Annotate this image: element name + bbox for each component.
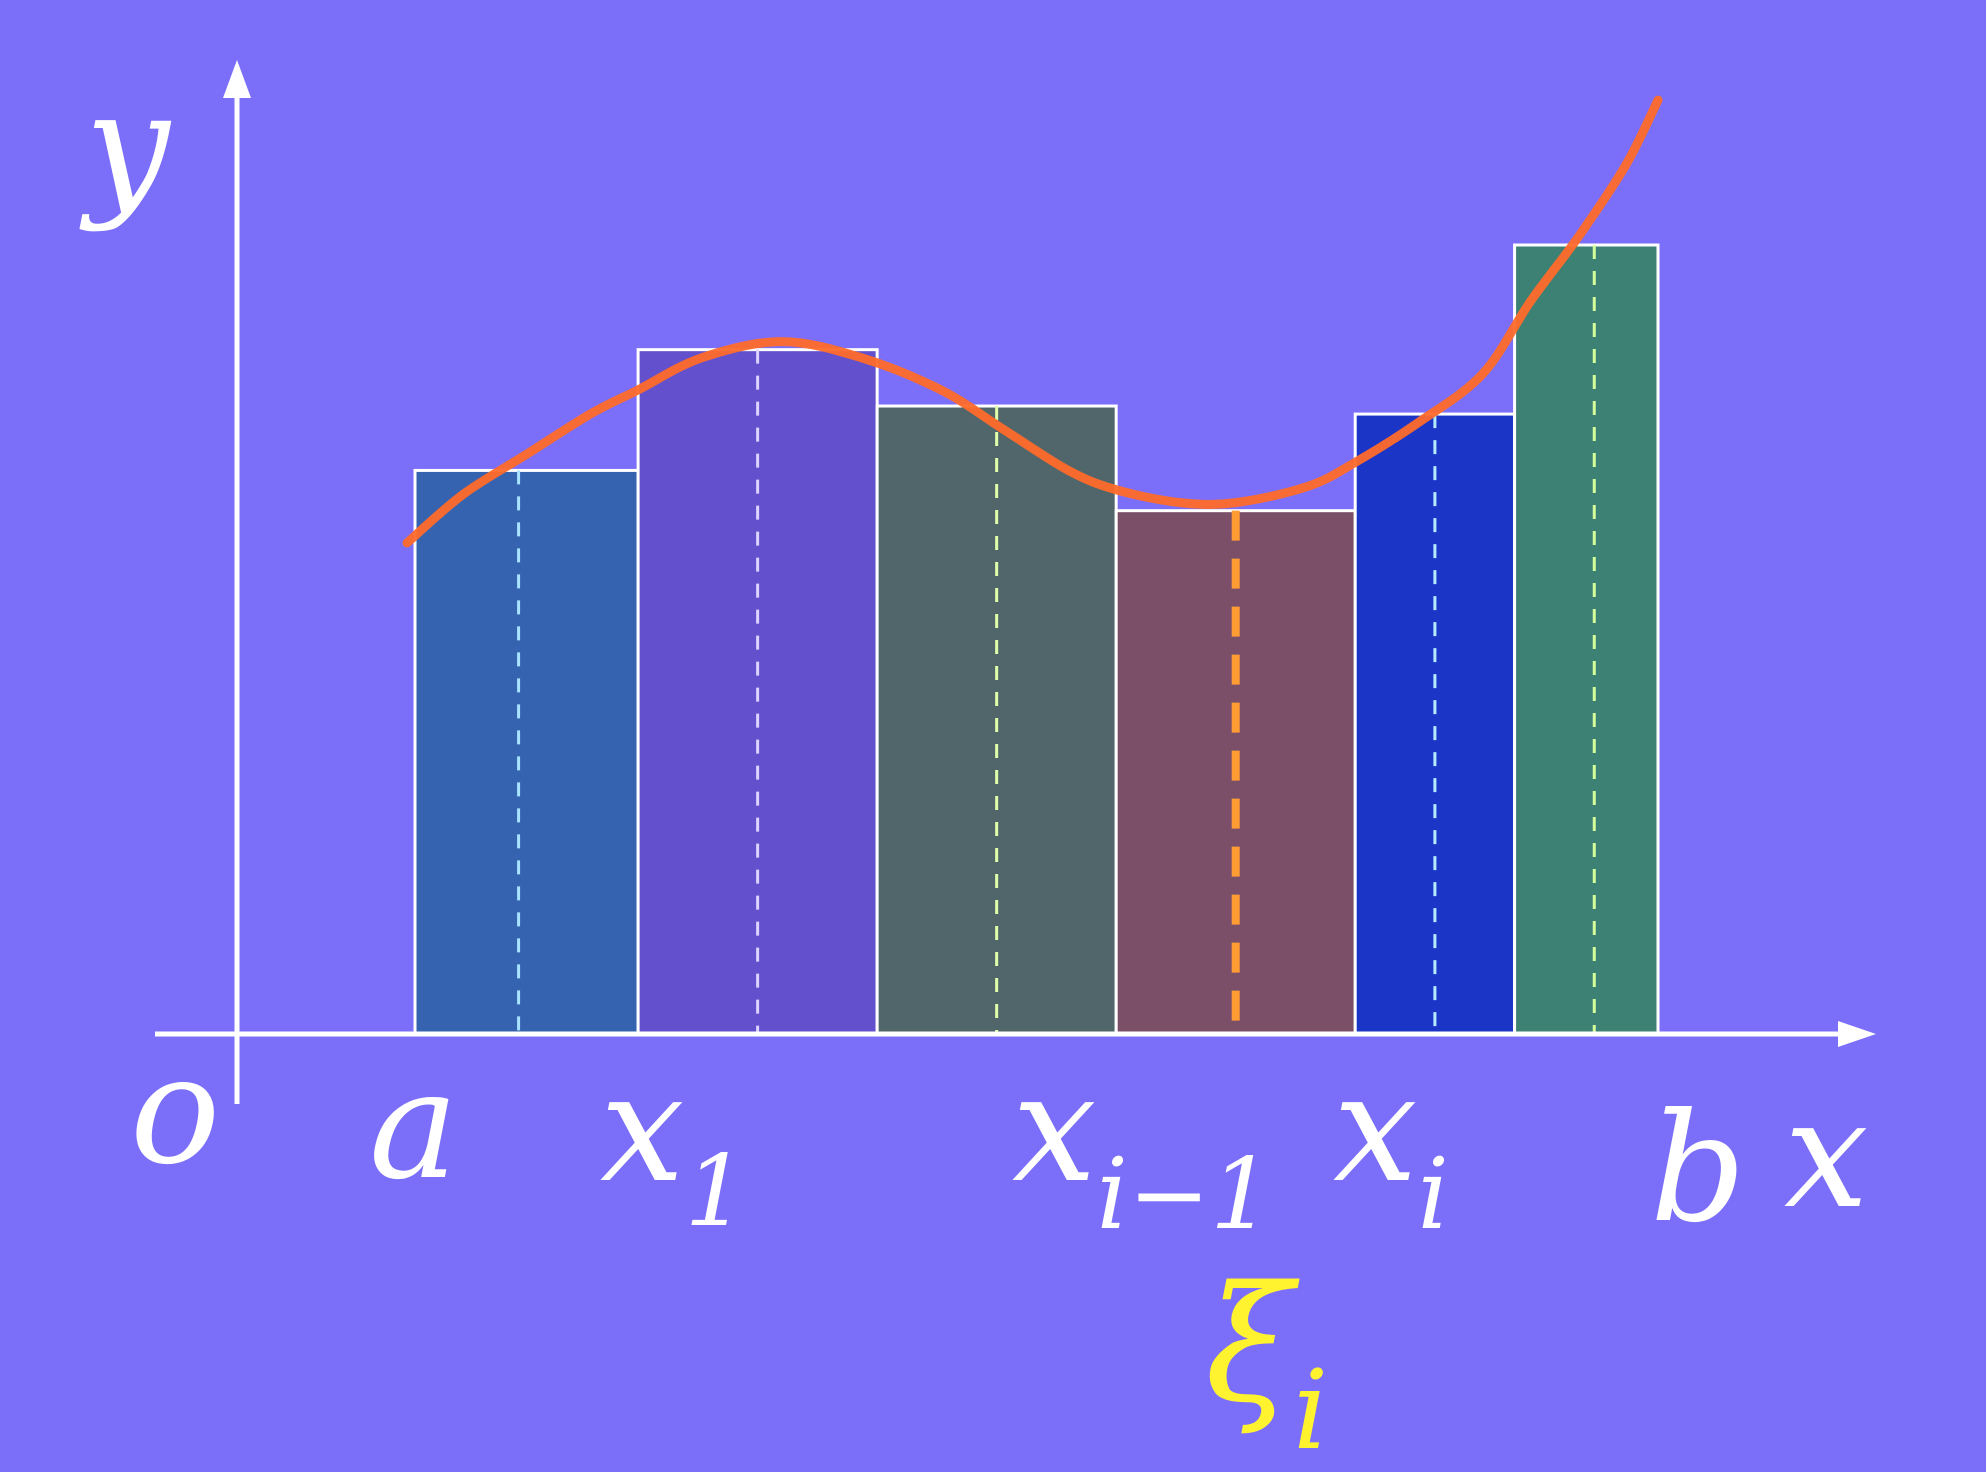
label-xi: xi	[1333, 1042, 1449, 1252]
axis-labels: y x o	[79, 60, 1869, 1242]
subinterval-6-bar	[1513, 243, 1660, 1036]
label-b: b	[1650, 1082, 1746, 1256]
sample-point-xi-subscript: i	[1293, 1346, 1328, 1472]
label-x1-main: x	[600, 1042, 685, 1216]
x-axis-label: x	[1784, 1068, 1869, 1242]
sample-lines-layer	[517, 245, 1596, 1034]
axes	[155, 60, 1876, 1104]
label-x1: x1	[600, 1042, 747, 1249]
label-xi-minus-1-main: x	[1012, 1042, 1097, 1216]
y-axis-arrow-icon	[223, 60, 251, 98]
sample-point-xi-main: ξ	[1205, 1251, 1300, 1438]
label-xi-minus-1-subscript: i−1	[1097, 1138, 1273, 1252]
x-axis-arrow-icon	[1838, 1021, 1876, 1047]
subinterval-5-bar	[1353, 412, 1517, 1036]
subinterval-1-bar	[413, 468, 640, 1036]
label-xi-main: x	[1333, 1042, 1418, 1216]
label-xi-minus-1: xi−1	[1012, 1042, 1272, 1252]
origin-label: o	[130, 1024, 220, 1198]
y-axis-label: y	[79, 60, 172, 234]
sample-point-xi-label: ξi	[1205, 1251, 1328, 1472]
function-curve	[402, 95, 1663, 548]
label-xi-subscript: i	[1418, 1138, 1449, 1252]
point-labels: a x1 xi−1 xi b ξi	[369, 1039, 1746, 1472]
label-a: a	[369, 1039, 458, 1213]
bars-layer	[413, 243, 1660, 1036]
label-x1-subscript: 1	[685, 1135, 747, 1249]
